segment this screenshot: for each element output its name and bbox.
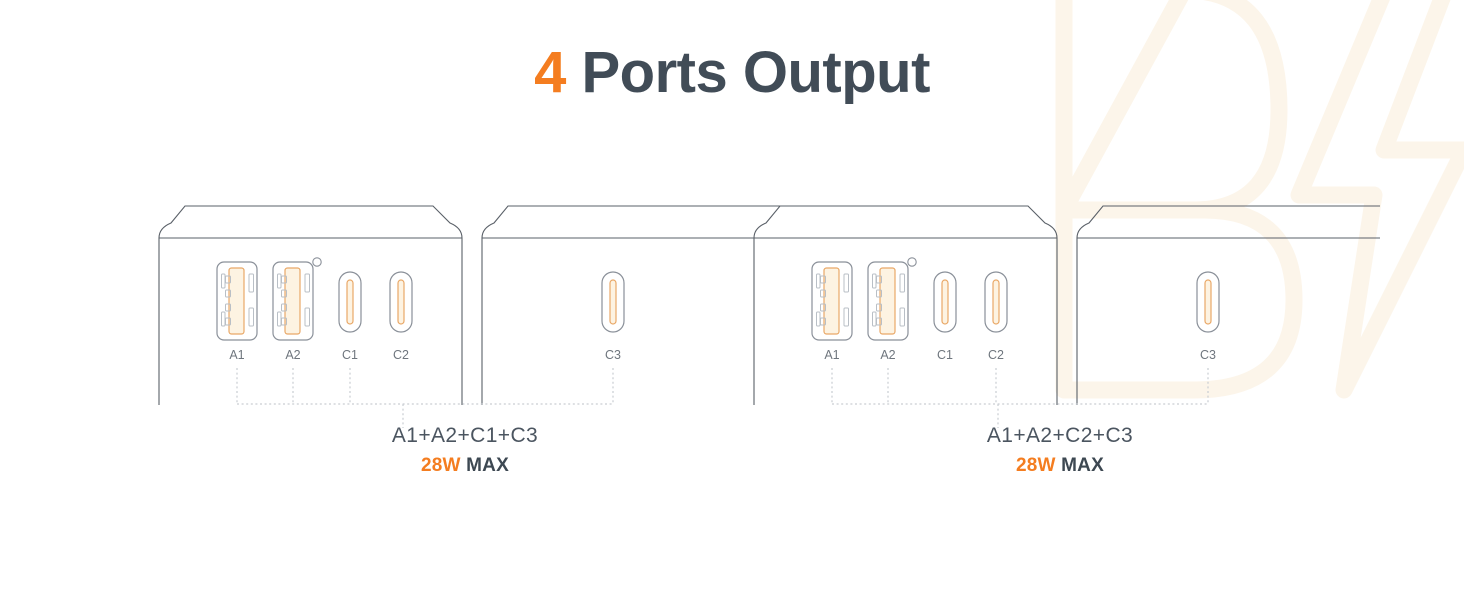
port-c1[interactable] — [338, 271, 362, 333]
page-title: 4 Ports Output — [0, 44, 1464, 102]
port-a2[interactable] — [867, 261, 909, 341]
device-diagram-left: A1 A2 C1 C2 C3 — [158, 205, 785, 428]
power-unit-left: MAX — [466, 455, 509, 476]
port-label-a1: A1 — [824, 348, 839, 362]
port-c1[interactable] — [933, 271, 957, 333]
port-c3[interactable] — [1196, 271, 1220, 333]
port-group-left: A1 A2 C1 C2 C3 A1+A2+C1+C3 28W MAX — [145, 190, 785, 520]
device-side-panel — [481, 205, 785, 405]
port-label-c2: C2 — [393, 348, 409, 362]
port-a2[interactable] — [272, 261, 314, 341]
port-c2[interactable] — [984, 271, 1008, 333]
port-c3[interactable] — [601, 271, 625, 333]
device-main-panel — [158, 205, 463, 405]
title-text: Ports Output — [565, 40, 930, 105]
port-label-c3: C3 — [1200, 348, 1216, 362]
title-number: 4 — [534, 40, 566, 105]
port-label-a2: A2 — [285, 348, 300, 362]
port-combination-left: A1+A2+C1+C3 — [391, 424, 539, 447]
port-c2[interactable] — [389, 271, 413, 333]
port-a1[interactable] — [216, 261, 258, 341]
led-indicator-icon — [907, 257, 917, 267]
device-side-panel — [1076, 205, 1380, 405]
power-value-right: 28W — [1016, 455, 1056, 476]
port-label-a2: A2 — [880, 348, 895, 362]
port-a1[interactable] — [811, 261, 853, 341]
power-unit-right: MAX — [1061, 455, 1104, 476]
connector-lines — [236, 368, 614, 428]
port-label-a1: A1 — [229, 348, 244, 362]
power-rating-right: 28W MAX — [740, 455, 1380, 477]
led-indicator-icon — [312, 257, 322, 267]
power-value-left: 28W — [421, 455, 461, 476]
port-label-c2: C2 — [988, 348, 1004, 362]
port-group-right: A1 A2 C1 C2 C3 A1+A2+C2+C3 28W MAX — [740, 190, 1380, 520]
port-combination-right: A1+A2+C2+C3 — [986, 424, 1134, 447]
connector-lines — [831, 368, 1209, 428]
device-diagram-right: A1 A2 C1 C2 C3 — [753, 205, 1380, 428]
power-rating-left: 28W MAX — [145, 455, 785, 477]
port-label-c3: C3 — [605, 348, 621, 362]
port-label-c1: C1 — [937, 348, 953, 362]
port-label-c1: C1 — [342, 348, 358, 362]
